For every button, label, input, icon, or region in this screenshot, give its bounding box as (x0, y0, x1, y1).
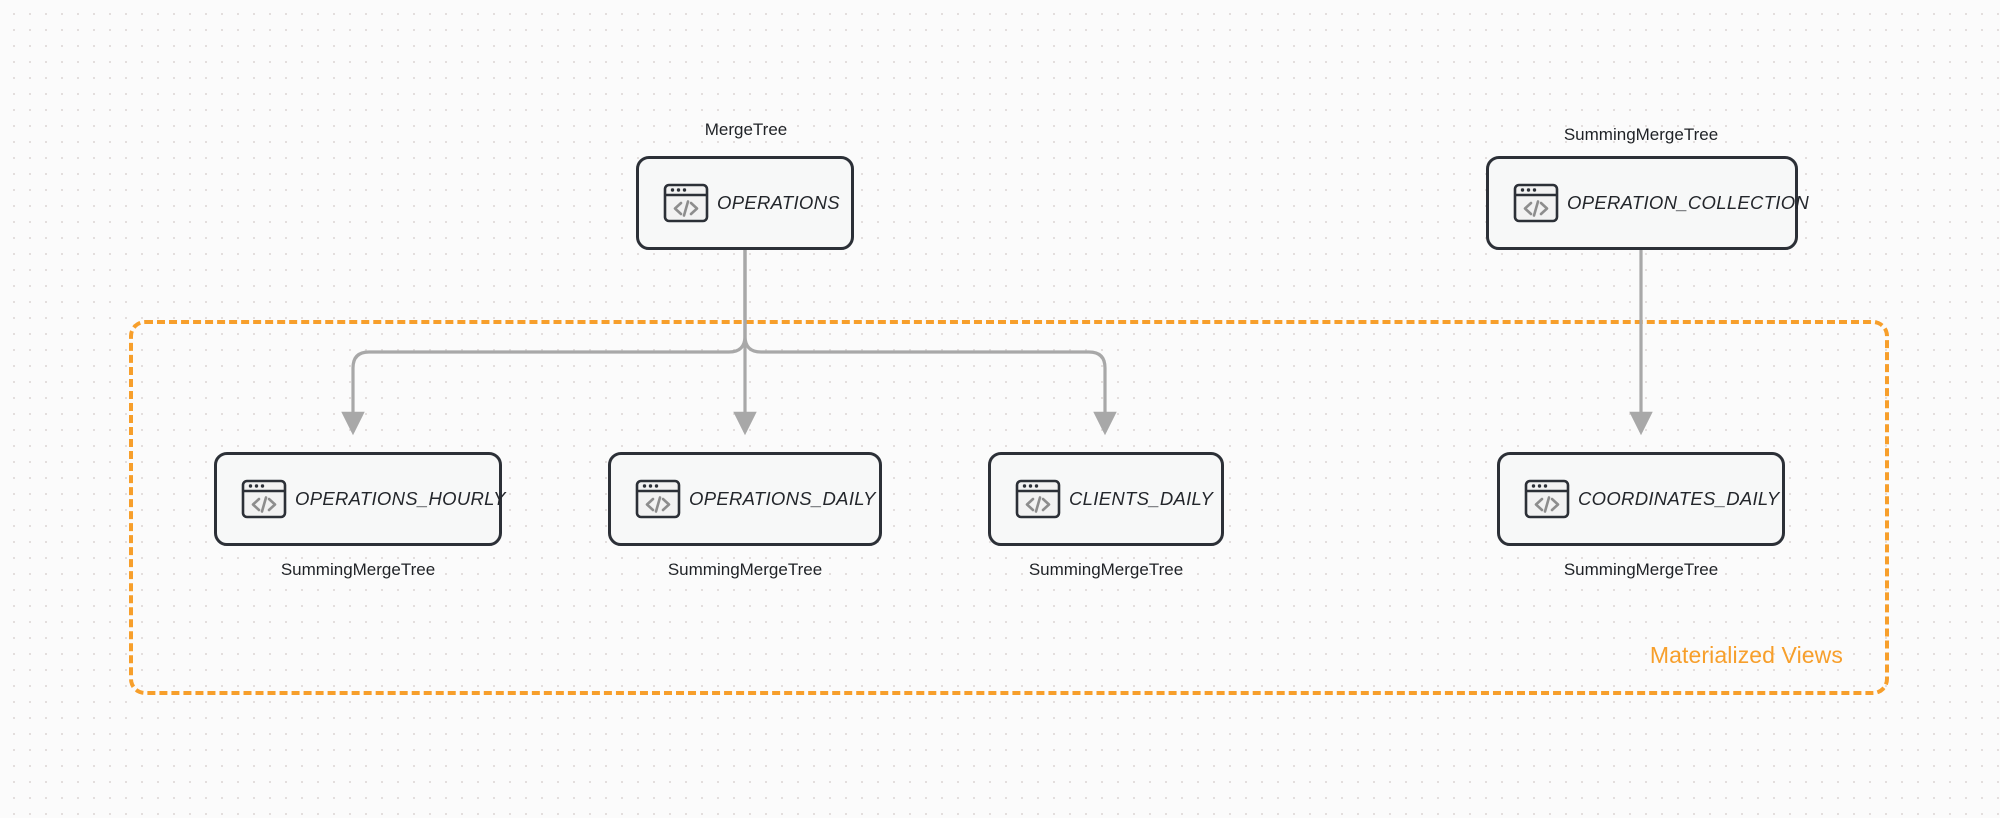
engine-label-operations: MergeTree (704, 120, 788, 139)
code-window-icon (633, 474, 683, 524)
code-window-icon (1013, 474, 1063, 524)
materialized-views-group-label: Materialized Views (1649, 642, 1843, 668)
node-operations[interactable]: OPERATIONS (636, 156, 854, 250)
code-window-icon (1522, 474, 1572, 524)
node-coordinates-daily[interactable]: COORDINATES_DAILY (1497, 452, 1785, 546)
engine-label-operation-collection: SummingMergeTree (1563, 125, 1719, 144)
code-window-icon (239, 474, 289, 524)
node-title-operations-hourly: OPERATIONS_HOURLY (295, 488, 506, 509)
node-operations-daily[interactable]: OPERATIONS_DAILY (608, 452, 882, 546)
node-title-operations: OPERATIONS (717, 192, 840, 213)
engine-label-operations-daily: SummingMergeTree (667, 560, 823, 579)
engine-label-clients-daily: SummingMergeTree (1028, 560, 1184, 579)
node-clients-daily[interactable]: CLIENTS_DAILY (988, 452, 1224, 546)
node-operations-hourly[interactable]: OPERATIONS_HOURLY (214, 452, 505, 546)
engine-label-coordinates-daily: SummingMergeTree (1563, 560, 1719, 579)
node-title-clients-daily: CLIENTS_DAILY (1069, 488, 1214, 509)
node-operation-collection[interactable]: OPERATION_COLLECTION (1486, 156, 1809, 250)
code-window-icon (1511, 178, 1561, 228)
engine-label-operations-hourly: SummingMergeTree (280, 560, 436, 579)
node-title-operation-collection: OPERATION_COLLECTION (1567, 192, 1810, 213)
node-title-coordinates-daily: COORDINATES_DAILY (1578, 488, 1780, 509)
node-title-operations-daily: OPERATIONS_DAILY (689, 488, 876, 509)
code-window-icon (661, 178, 711, 228)
